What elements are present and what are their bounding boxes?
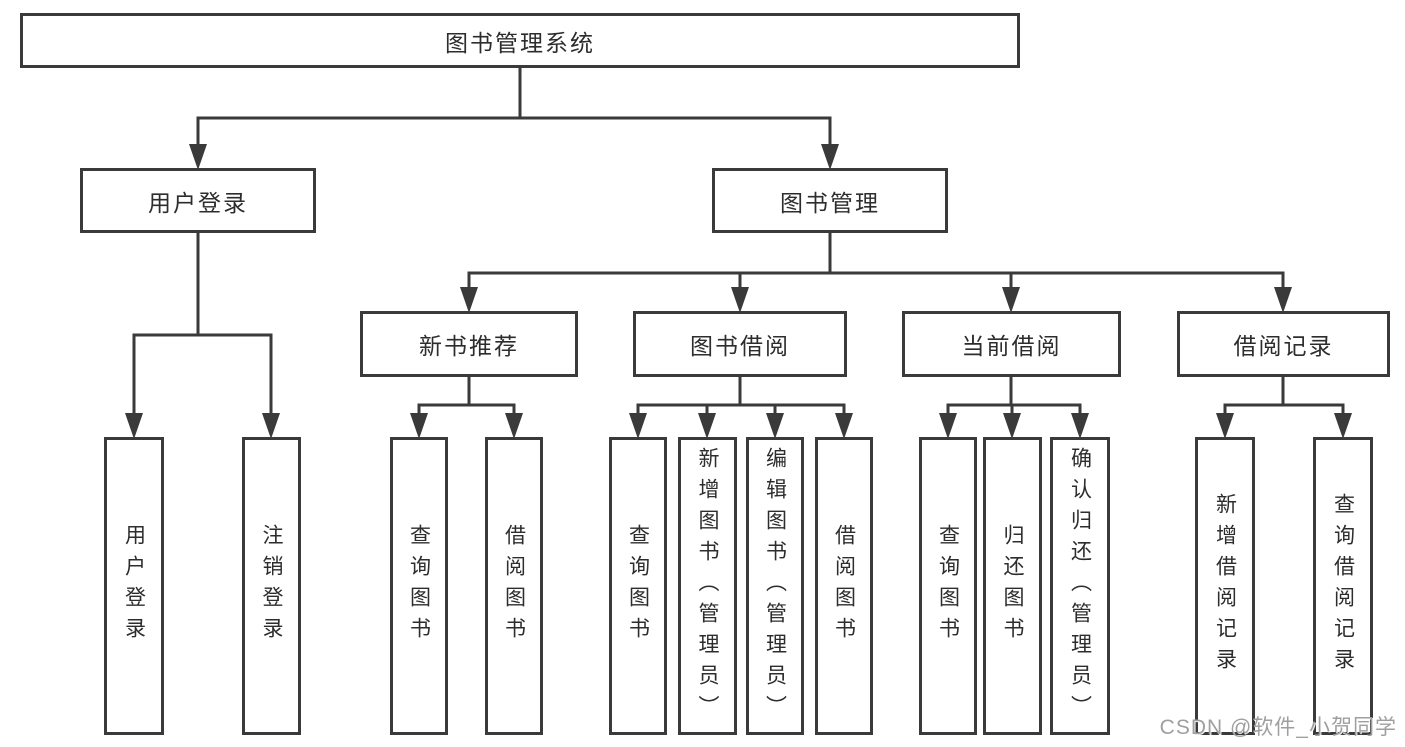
leaf-edit-books-admin-label: 编辑图书（管理员） — [763, 446, 787, 726]
leaf-edit-books-admin: 编辑图书（管理员） — [746, 437, 804, 735]
leaf-query-books-borrowing-label: 查询图书 — [626, 524, 650, 648]
node-new-book-recommend-label: 新书推荐 — [419, 333, 519, 359]
node-root-label: 图书管理系统 — [445, 29, 595, 56]
leaf-borrow-books-recommend-label: 借阅图书 — [502, 524, 526, 648]
node-book-management: 图书管理 — [712, 168, 948, 233]
leaf-add-books-admin-label: 新增图书（管理员） — [696, 446, 719, 726]
leaf-return-books-label: 归还图书 — [1001, 524, 1024, 648]
node-borrowing-records-label: 借阅记录 — [1233, 333, 1334, 359]
leaf-query-books-current-label: 查询图书 — [936, 524, 960, 648]
leaf-borrow-books-recommend: 借阅图书 — [485, 437, 543, 735]
leaf-add-borrow-record-label: 新增借阅记录 — [1213, 493, 1237, 679]
leaf-query-books-recommend-label: 查询图书 — [407, 524, 431, 648]
node-current-borrowing: 当前借阅 — [902, 311, 1121, 377]
csdn-watermark: CSDN @软件_小贺同学 — [1159, 716, 1397, 739]
leaf-user-login: 用户登录 — [104, 437, 164, 735]
leaf-query-books-recommend: 查询图书 — [390, 437, 448, 735]
leaf-logout-label: 注销登录 — [260, 524, 283, 648]
node-current-borrowing-label: 当前借阅 — [961, 333, 1062, 359]
node-borrowing-records: 借阅记录 — [1177, 311, 1390, 377]
leaf-logout: 注销登录 — [242, 437, 301, 735]
node-new-book-recommend: 新书推荐 — [360, 311, 578, 377]
node-book-borrowing-label: 图书借阅 — [690, 333, 790, 359]
arrowheads — [125, 144, 1352, 439]
node-root: 图书管理系统 — [20, 13, 1020, 68]
leaf-add-books-admin: 新增图书（管理员） — [678, 437, 737, 735]
leaf-query-borrow-record: 查询借阅记录 — [1313, 437, 1373, 735]
node-book-borrowing: 图书借阅 — [633, 311, 847, 377]
node-user-login-label: 用户登录 — [148, 189, 248, 216]
leaf-borrow-books-label: 借阅图书 — [832, 524, 856, 648]
leaf-confirm-return-admin-label: 确认归还（管理员） — [1068, 446, 1092, 726]
leaf-query-borrow-record-label: 查询借阅记录 — [1331, 493, 1355, 679]
leaf-confirm-return-admin: 确认归还（管理员） — [1050, 437, 1110, 735]
leaf-query-books-current: 查询图书 — [919, 437, 977, 735]
leaf-user-login-label: 用户登录 — [122, 524, 146, 648]
node-book-management-label: 图书管理 — [780, 189, 880, 216]
node-user-login: 用户登录 — [80, 168, 316, 233]
leaf-borrow-books: 借阅图书 — [815, 437, 873, 735]
leaf-query-books-borrowing: 查询图书 — [609, 437, 667, 735]
leaf-return-books: 归还图书 — [983, 437, 1042, 735]
leaf-add-borrow-record: 新增借阅记录 — [1195, 437, 1255, 735]
